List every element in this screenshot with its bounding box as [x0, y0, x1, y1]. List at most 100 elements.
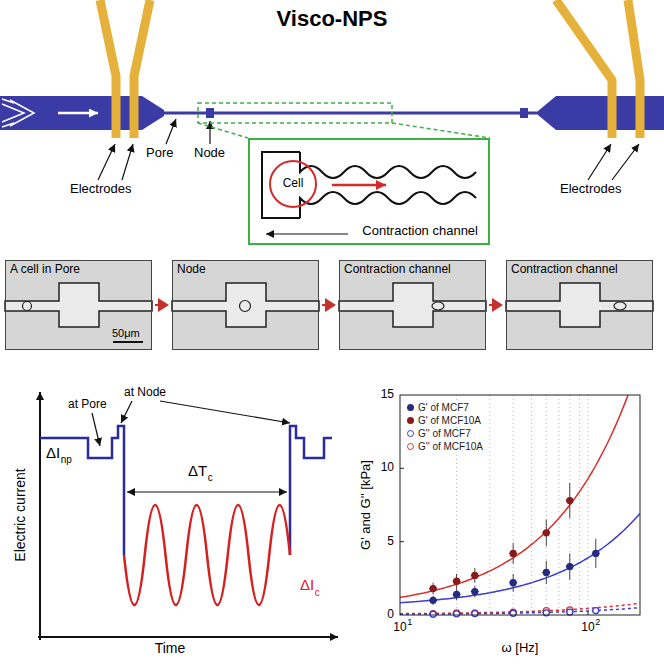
zoom-line: [392, 123, 490, 138]
electrode: [134, 0, 150, 138]
data-point: [472, 572, 478, 578]
panel-ground: [506, 260, 653, 350]
annotation-label: ΔI: [300, 576, 314, 593]
annotation-label: G' and G'' [kPa]: [359, 460, 374, 550]
grid-line: [558, 395, 559, 615]
node-square: [206, 108, 214, 118]
motion-arrow: [332, 184, 386, 187]
filter-line: [2, 104, 24, 122]
flow-arrow: [322, 298, 336, 312]
inset-label: Contraction channel: [362, 224, 478, 239]
data-points: [429, 483, 600, 617]
fit-curve: [400, 513, 640, 602]
tick: [400, 541, 404, 542]
panel-ground: [339, 260, 486, 350]
index-label: 1: [407, 617, 412, 627]
data-point: [430, 611, 436, 617]
oscillation-trace: [124, 505, 290, 605]
legend-swatch: [407, 404, 414, 411]
fit-curve: [400, 395, 640, 597]
micrograph-panel: Contraction channel: [339, 260, 486, 350]
figure-title: Visco-NPS: [277, 6, 388, 31]
fit-curves: [400, 395, 640, 614]
legend-label: G'' of MCF7: [417, 428, 472, 440]
channel-wall: [300, 192, 476, 218]
panel-label: Contraction channel: [344, 263, 451, 277]
data-point: [593, 550, 599, 556]
zoom-frame: [198, 103, 490, 138]
annotation-label: Time: [155, 640, 186, 656]
flow-arrow: [58, 112, 98, 115]
grid-line: [569, 395, 570, 615]
inset-ground: [248, 138, 490, 245]
data-point: [472, 611, 478, 617]
filter-line: [2, 123, 14, 127]
channel-outline: [506, 283, 653, 327]
cell: [23, 302, 32, 311]
data-point: [567, 564, 573, 570]
electrode: [628, 0, 640, 138]
micrograph-panel: Node: [172, 260, 319, 350]
channel-outline: [339, 283, 486, 327]
device-channel: [0, 96, 664, 130]
cell: [432, 302, 444, 310]
legend-label: G' of MCF10A: [417, 415, 482, 427]
leader-arrow: [166, 119, 176, 144]
data-point: [510, 580, 516, 586]
scale-bar: [113, 341, 143, 343]
grid: [457, 395, 588, 615]
annotation-label: Electric current: [12, 468, 28, 561]
zoom-line: [198, 123, 248, 138]
panel-label: Node: [177, 263, 206, 277]
interval-arrow: [207, 491, 287, 492]
annotation-label: ΔT: [188, 462, 207, 479]
data-point: [510, 550, 516, 556]
grid-line: [588, 395, 589, 615]
leader-arrow: [92, 413, 100, 446]
current-trace: [40, 426, 124, 555]
legend-swatch: [407, 417, 414, 424]
current-trace: [290, 426, 332, 555]
micro-channel: [164, 112, 540, 115]
inlet-reservoir: [0, 96, 142, 130]
data-point: [454, 591, 460, 597]
data-point: [543, 530, 549, 536]
panel-ground: [5, 260, 152, 350]
ticks: [400, 468, 588, 615]
inset-channel: [262, 152, 476, 218]
electrode: [100, 0, 116, 138]
data-point: [593, 608, 599, 614]
outlet-taper: [538, 96, 556, 130]
data-point: [430, 611, 436, 617]
legend-label: G' of MCF7: [417, 402, 470, 414]
interval-arrow: [127, 491, 207, 492]
legend-label: G'' of MCF10A: [417, 441, 484, 453]
leader-arrow: [160, 401, 290, 423]
channel-outline: [5, 283, 152, 327]
plot-frame: [400, 395, 640, 615]
y-axis: [39, 392, 41, 640]
flow-arrow: [489, 298, 503, 312]
panel-ground: [172, 260, 319, 350]
data-point: [543, 569, 549, 575]
annotation-label: ΔI: [46, 444, 60, 461]
leader-arrow: [122, 144, 133, 180]
rheology-chart: [400, 361, 640, 617]
data-point: [472, 589, 478, 595]
tick: [588, 611, 589, 615]
data-point: [430, 586, 436, 592]
data-point: [567, 609, 573, 615]
panel-label: Contraction channel: [511, 263, 618, 277]
data-point: [567, 498, 573, 504]
leader-arrow: [266, 233, 348, 234]
data-point: [454, 578, 460, 584]
grid-line: [579, 395, 580, 615]
inset-box: Contraction channelCell: [248, 138, 490, 245]
flow-arrow: [155, 298, 169, 312]
node-square: [520, 108, 528, 118]
panel-label: A cell in Pore: [10, 263, 80, 277]
micrograph-panel: Contraction channel: [506, 260, 653, 350]
annotation-label: 10: [393, 621, 406, 635]
